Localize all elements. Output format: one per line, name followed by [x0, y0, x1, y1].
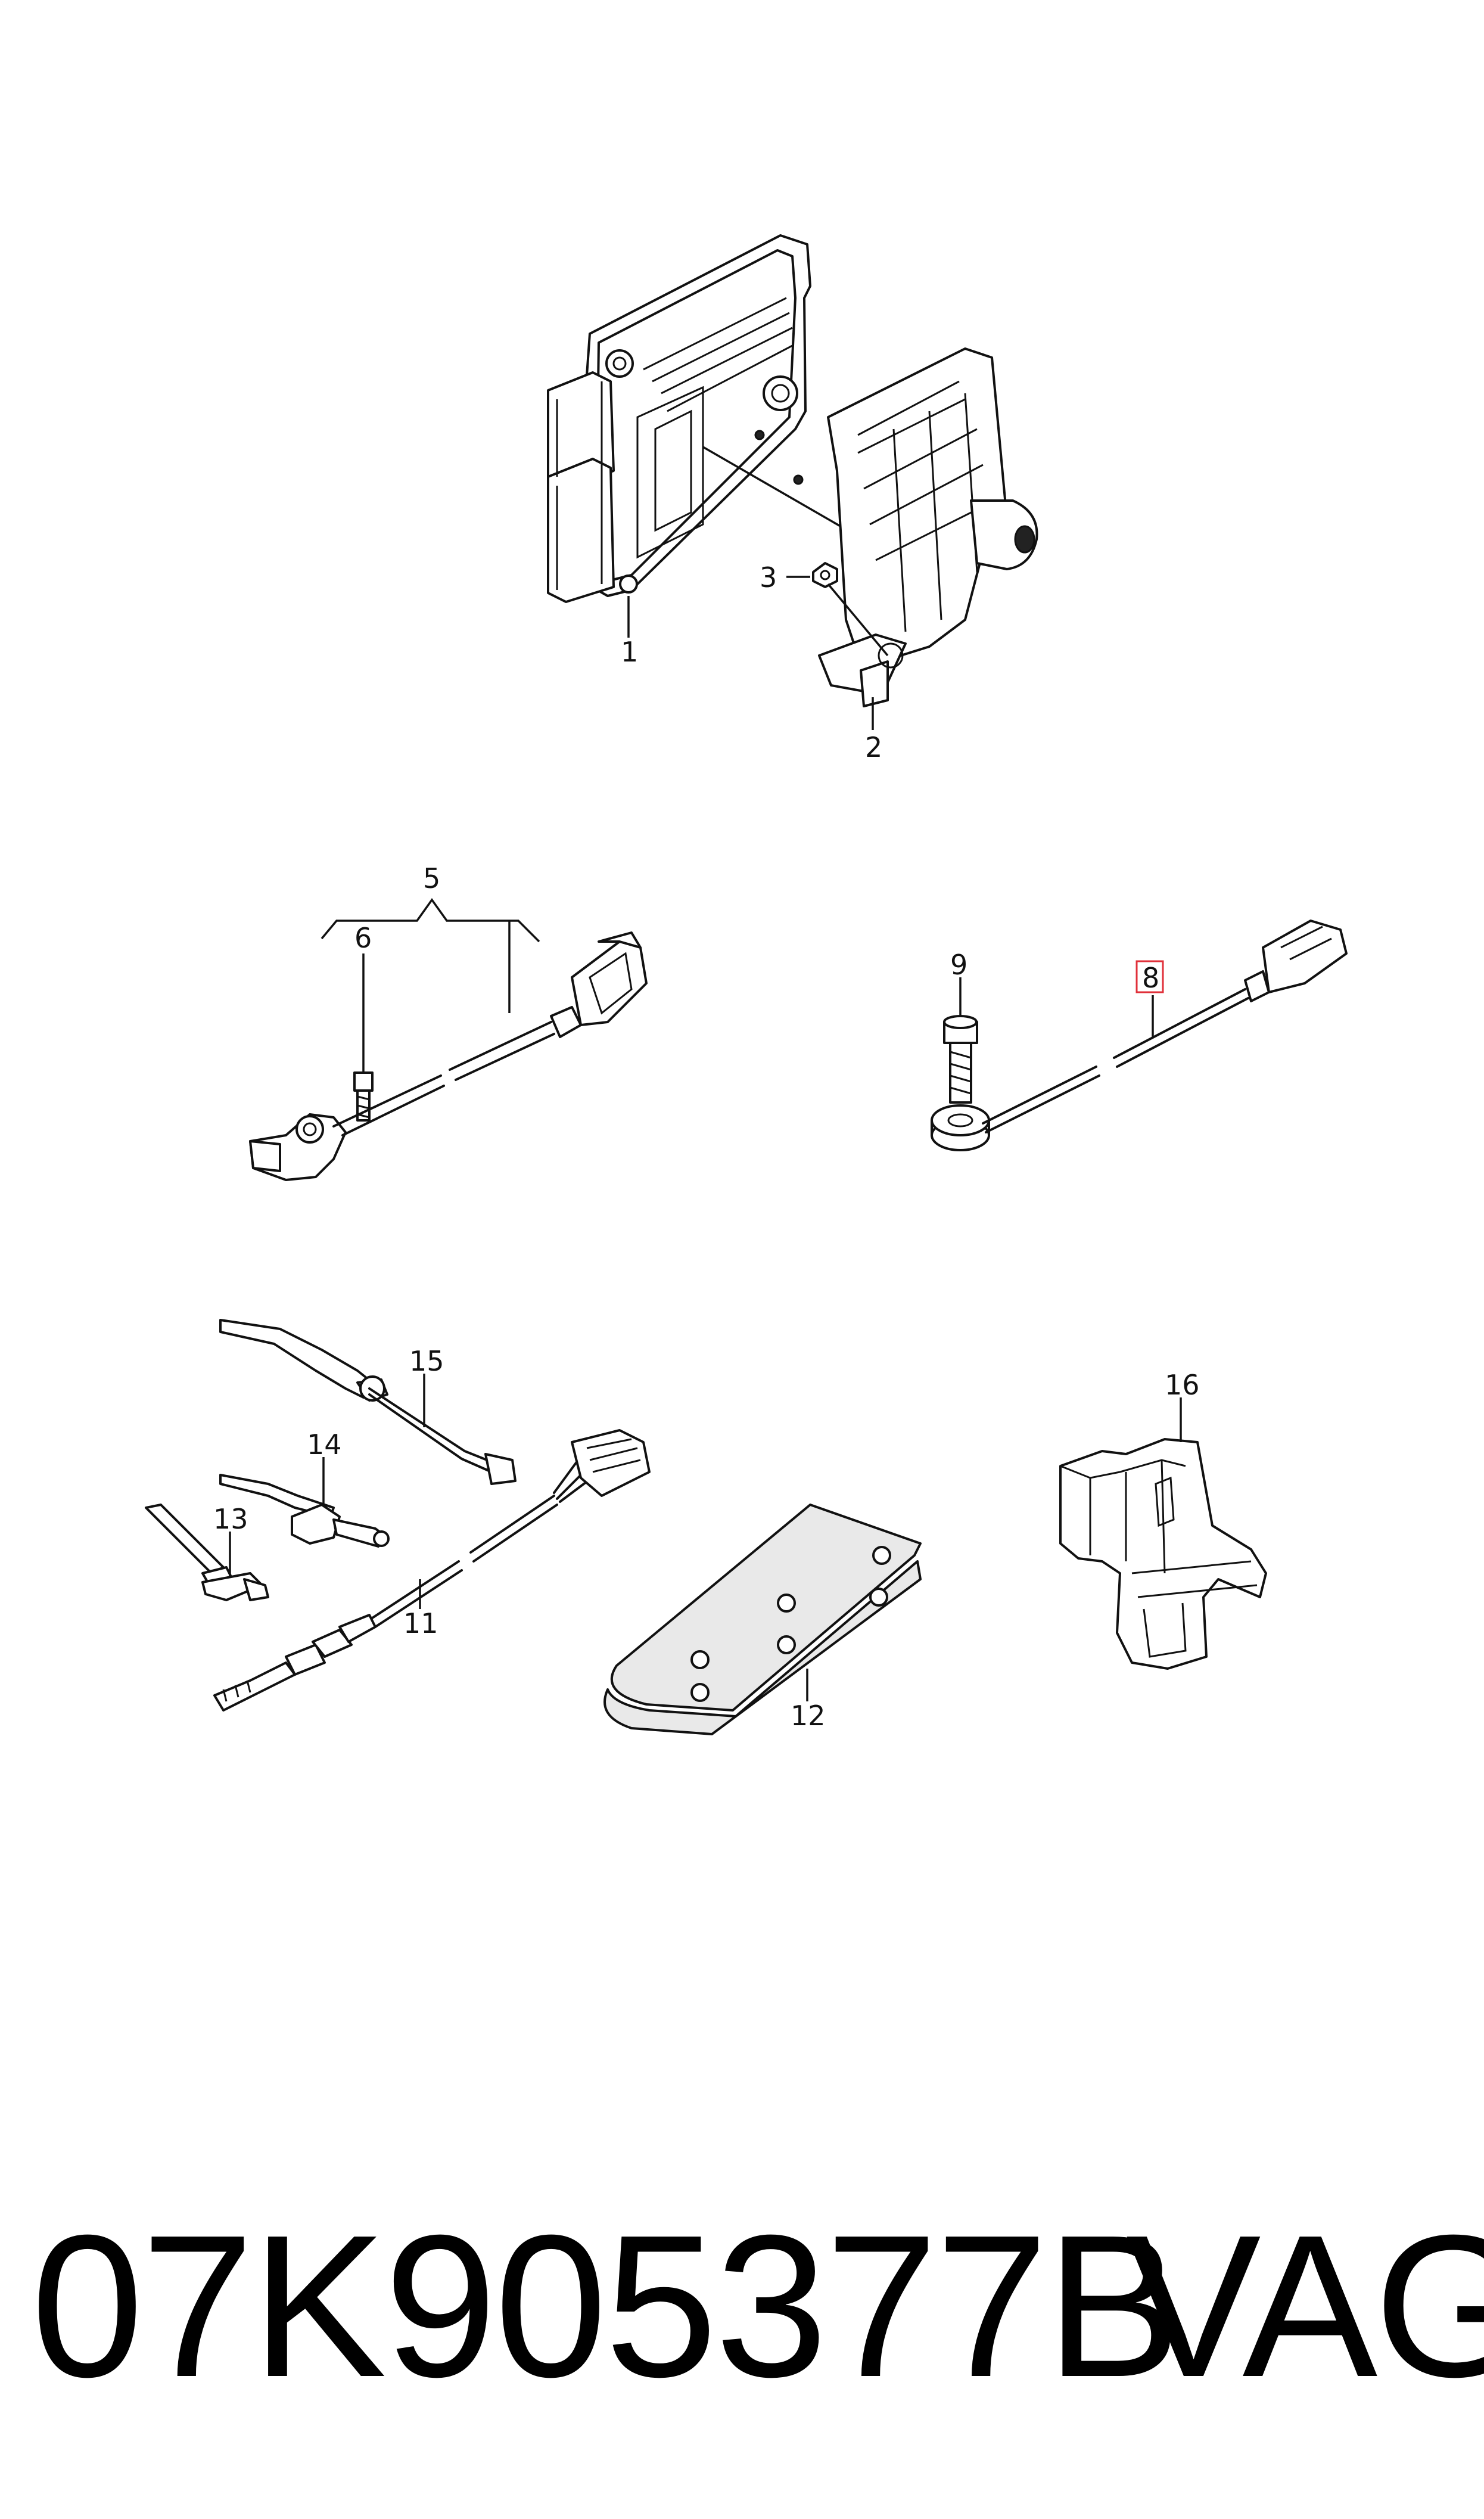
- engine-control-unit: [547, 234, 858, 603]
- footer: 07K905377B VAG: [0, 2181, 1484, 2431]
- callout-14: 14: [307, 1428, 342, 1461]
- part-number-label: 07K905377B: [31, 2193, 1181, 2419]
- callout-12: 12: [791, 1700, 826, 1732]
- knock-sensor: [931, 920, 1348, 1151]
- speed-sensor: [249, 897, 648, 1181]
- callout-16: 16: [1165, 1369, 1200, 1401]
- callout-8: 8: [1142, 962, 1159, 994]
- callout-13: 13: [213, 1503, 248, 1535]
- oxygen-sensor-harness: [145, 1319, 651, 1712]
- heat-shield-sleeve: [603, 1504, 922, 1735]
- callout-1: 1: [621, 636, 638, 668]
- callout-9: 9: [950, 949, 967, 981]
- callout-6: 6: [354, 922, 372, 954]
- callout-15: 15: [409, 1345, 444, 1377]
- ecu-bracket: [818, 347, 1038, 707]
- callout-11: 11: [403, 1607, 438, 1639]
- leader-3: [786, 576, 889, 657]
- brand-label: VAG: [1126, 2193, 1484, 2419]
- callout-8-highlight-box: [1135, 960, 1164, 993]
- hex-nut: [812, 562, 838, 588]
- callout-5: 5: [423, 862, 440, 894]
- mounting-bracket: [1059, 1397, 1267, 1670]
- callout-3: 3: [760, 561, 777, 594]
- callout-2: 2: [865, 731, 882, 763]
